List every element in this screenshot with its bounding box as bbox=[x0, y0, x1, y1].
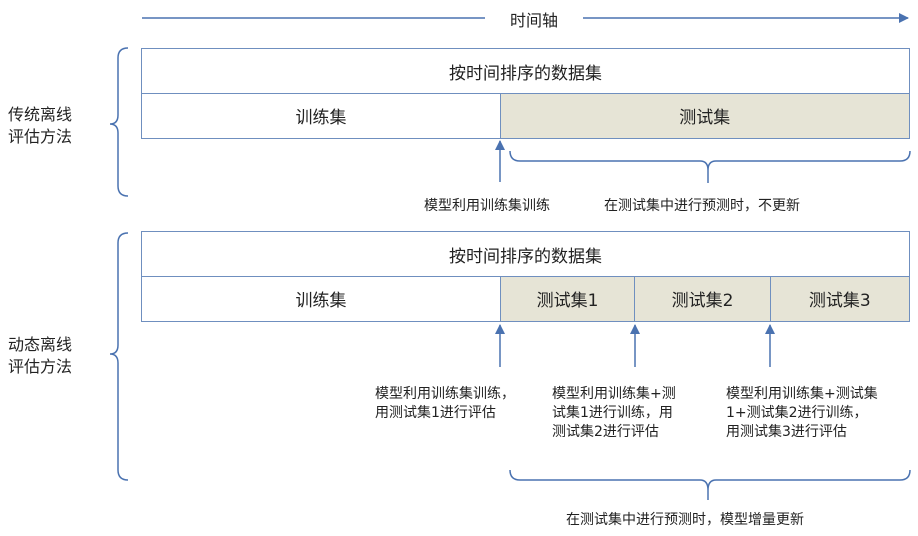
dynamic-test-set-2: 测试集2 bbox=[634, 275, 771, 322]
dynamic-train-set: 训练集 bbox=[141, 275, 501, 322]
incremental-range-brace bbox=[509, 469, 911, 491]
dynamic-dataset-bar: 按时间排序的数据集 bbox=[141, 231, 910, 277]
dynamic-brace bbox=[109, 232, 129, 481]
traditional-brace bbox=[109, 47, 129, 197]
test-range-brace bbox=[509, 150, 911, 171]
dynamic-test-set-1: 测试集1 bbox=[499, 275, 636, 322]
traditional-train-set: 训练集 bbox=[141, 92, 501, 139]
dynamic-test-set-3: 测试集3 bbox=[769, 275, 910, 322]
traditional-test-note: 在测试集中进行预测时，不更新 bbox=[604, 198, 800, 214]
dynamic-note-1: 模型利用训练集训练， 用测试集1进行评估 bbox=[375, 386, 515, 421]
dynamic-bottom-note: 在测试集中进行预测时，模型增量更新 bbox=[566, 512, 804, 528]
dynamic-note-3: 模型利用训练集+测试集 1+测试集2进行训练， 用测试集3进行评估 bbox=[726, 386, 878, 440]
traditional-dataset-bar: 按时间排序的数据集 bbox=[141, 48, 910, 94]
traditional-train-note: 模型利用训练集训练 bbox=[424, 198, 550, 214]
timeline-label: 时间轴 bbox=[509, 11, 558, 30]
traditional-side-label: 传统离线 评估方法 bbox=[8, 105, 73, 146]
dynamic-note-2: 模型利用训练集+测 试集1进行训练，用 测试集2进行评估 bbox=[552, 386, 676, 440]
traditional-test-set: 测试集 bbox=[499, 92, 910, 139]
dynamic-side-label: 动态离线 评估方法 bbox=[8, 335, 73, 376]
